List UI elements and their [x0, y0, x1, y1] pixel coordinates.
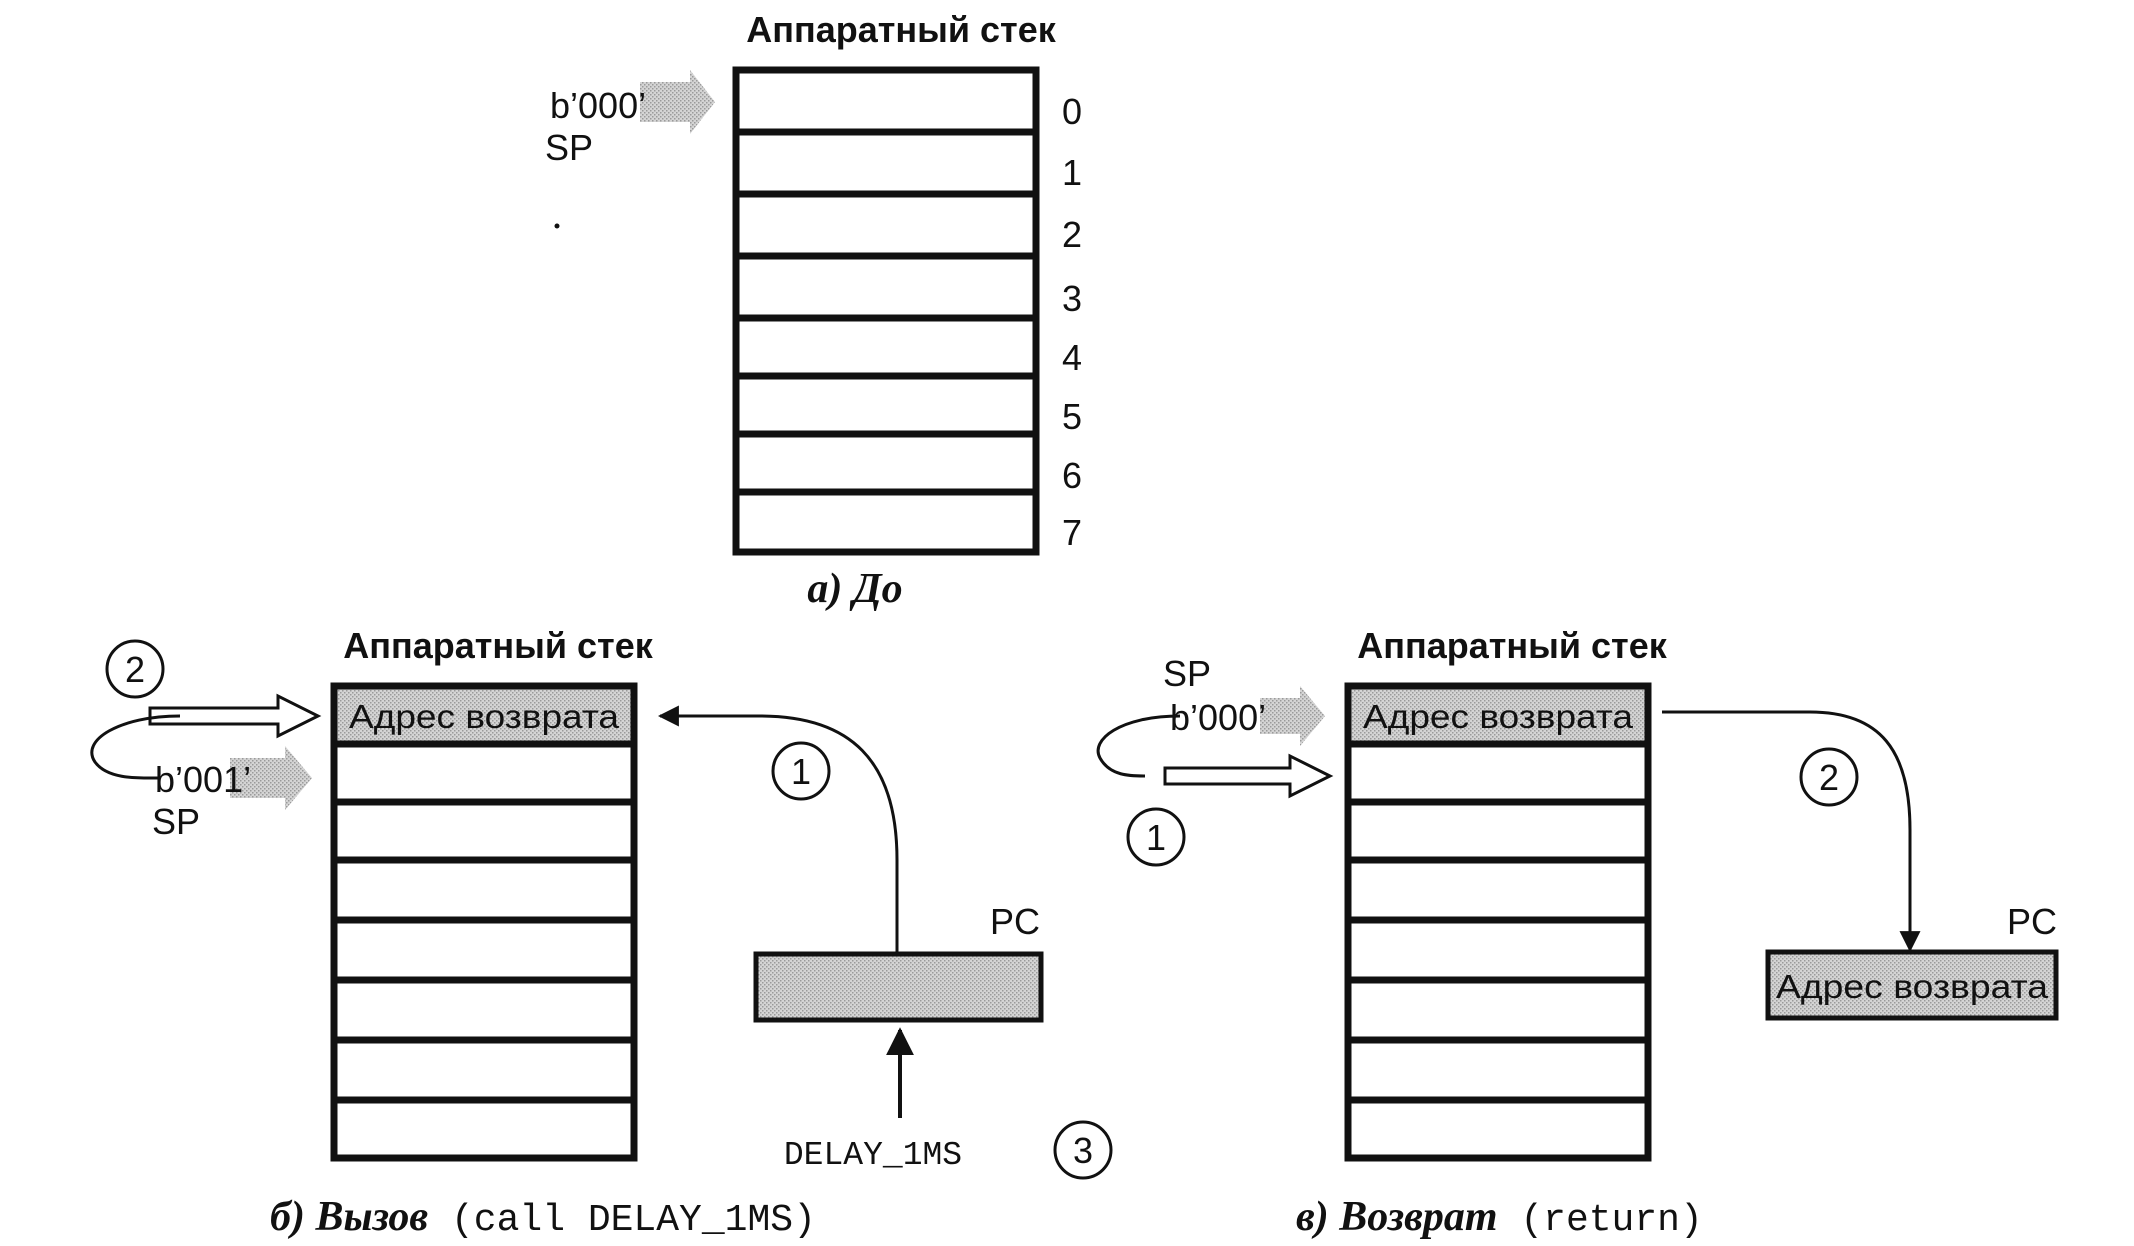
panel-a-stack: [732, 66, 1040, 556]
stack-to-pc-arrow: [1662, 710, 1921, 953]
sp-increment-loop: [90, 714, 181, 780]
panel-c-cell-0: [1344, 682, 1652, 748]
panel-c-cell-5: [1344, 976, 1652, 1044]
panel-c-sp-value: b’000’: [1170, 697, 1266, 738]
panel-b-cell-5: [330, 976, 638, 1044]
index-label: 2: [1062, 214, 1082, 255]
step-1-badge: [1126, 807, 1186, 867]
panel-b-stack: [330, 682, 638, 1162]
panel-c-caption-code: (return): [1498, 1199, 1703, 1242]
panel-a-cell-3: [732, 252, 1040, 322]
panel-c-cell-0-text: Адрес возврата: [1363, 698, 1634, 735]
pc-to-stack-arrow: [657, 705, 899, 962]
panel-b-cell-6: [330, 1036, 638, 1104]
panel-b-cell-7: [330, 1096, 638, 1162]
panel-a-cell-4: [732, 314, 1040, 380]
panel-b-cell-4: [330, 916, 638, 984]
panel-b-cell-1: [330, 740, 638, 806]
step-1-number: 1: [791, 751, 811, 792]
panel-b-pc-register: [753, 951, 1044, 1023]
panel-a-cell-6: [732, 430, 1040, 496]
panel-c-caption-label: в) Возврат: [1296, 1194, 1498, 1240]
pop-arrow: [1163, 753, 1334, 799]
panel-c-cell-6: [1344, 1036, 1652, 1104]
panel-b-caption: б) Вызов (call DELAY_1MS): [270, 1194, 816, 1242]
panel-b-caption-label: б) Вызов: [270, 1194, 428, 1240]
panel-b-cell-3: [330, 856, 638, 924]
panel-b-sp-label: SP: [152, 801, 200, 842]
step-3-badge: [1053, 1120, 1113, 1180]
panel-c: Аппаратный стек Адрес возврата SP b’000’…: [1096, 625, 2059, 1242]
step-2-badge: [1799, 747, 1859, 807]
step-2-number: 2: [125, 649, 145, 690]
push-arrow: [148, 693, 322, 739]
panel-a-cell-2: [732, 190, 1040, 260]
panel-c-cell-1: [1344, 740, 1652, 806]
sp-pointer-arrow: [230, 746, 312, 810]
panel-c-cell-2: [1344, 798, 1652, 864]
panel-a-cell-0: [732, 66, 1040, 136]
sp-pointer-arrow: [640, 70, 715, 134]
panel-b-cell-2: [330, 798, 638, 864]
step-3-number: 3: [1073, 1130, 1093, 1171]
panel-c-pc-value: Адрес возврата: [1776, 968, 2049, 1005]
sp-pointer-arrow: [1260, 686, 1325, 746]
panel-a: Аппаратный стек 0 1 2 3 4 5 6 7 b’000’ S…: [545, 9, 1082, 612]
sp-decrement-loop: [1096, 714, 1181, 778]
index-label: 5: [1062, 396, 1082, 437]
panel-c-caption: в) Возврат (return): [1296, 1194, 1703, 1242]
panel-c-pc-register: [1765, 949, 2059, 1021]
panel-b-pc-label: PC: [990, 901, 1040, 942]
index-label: 6: [1062, 455, 1082, 496]
step-2-number: 2: [1819, 757, 1839, 798]
step-2-badge: [105, 639, 165, 699]
index-label: 1: [1062, 152, 1082, 193]
target-label: DELAY_1MS: [784, 1137, 962, 1174]
step-1-badge: [771, 741, 831, 801]
panel-a-sp-label: SP: [545, 127, 593, 168]
panel-c-cell-7: [1344, 1096, 1652, 1162]
panel-a-sp-value: b’000’: [550, 85, 646, 126]
panel-b: Аппаратный стек Адрес возврата 2 b’001’ …: [90, 625, 1113, 1242]
panel-b-caption-code: (call DELAY_1MS): [428, 1199, 816, 1242]
panel-c-sp-label: SP: [1163, 653, 1211, 694]
panel-a-cell-5: [732, 372, 1040, 438]
step-1-number: 1: [1146, 817, 1166, 858]
panel-c-cell-4: [1344, 916, 1652, 984]
panel-a-indices: 0 1 2 3 4 5 6 7: [1062, 91, 1082, 553]
panel-c-title: Аппаратный стек: [1357, 625, 1667, 666]
panel-c-stack: [1344, 682, 1652, 1162]
index-label: 7: [1062, 512, 1082, 553]
index-label: 4: [1062, 337, 1082, 378]
panel-b-title: Аппаратный стек: [343, 625, 653, 666]
panel-c-pc-label: PC: [2007, 901, 2057, 942]
panel-a-caption: а) До: [807, 566, 902, 612]
panel-a-title: Аппаратный стек: [746, 9, 1056, 50]
index-label: 3: [1062, 278, 1082, 319]
index-label: 0: [1062, 91, 1082, 132]
panel-b-cell-0-text: Адрес возврата: [349, 698, 620, 735]
panel-b-sp-value: b’001’: [155, 759, 251, 800]
panel-a-cell-1: [732, 128, 1040, 198]
panel-a-cell-7: [732, 488, 1040, 556]
panel-c-cell-3: [1344, 856, 1652, 924]
stray-dot: [554, 223, 560, 229]
